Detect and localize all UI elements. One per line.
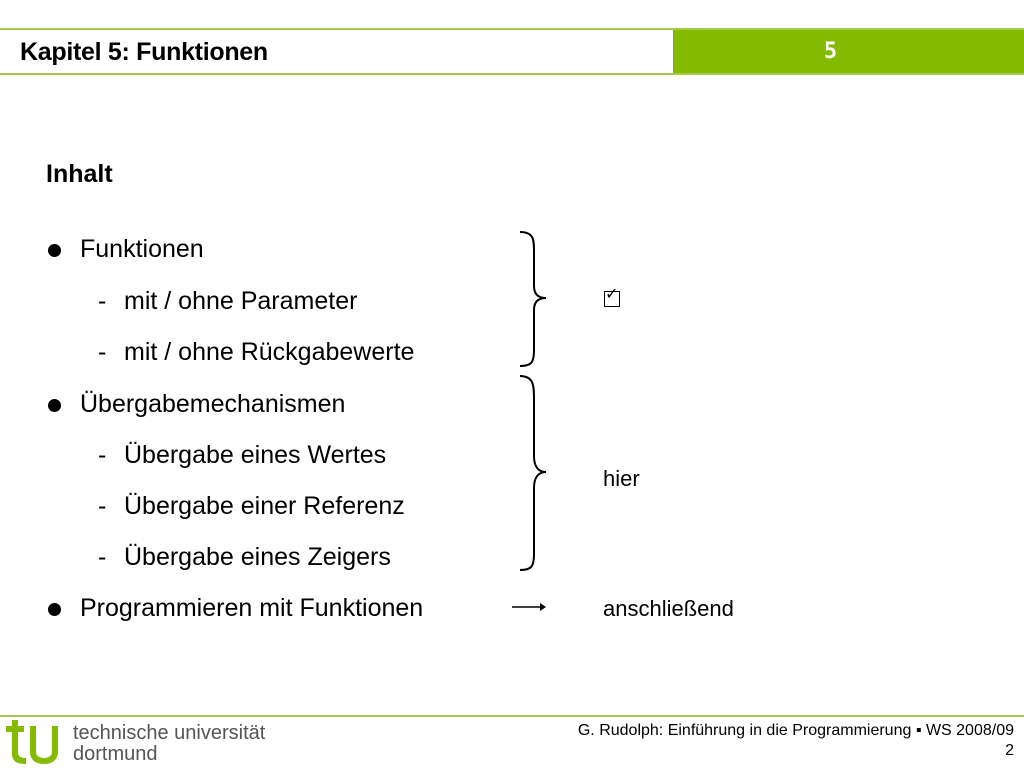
list-item-funktionen: Funktionen xyxy=(80,235,204,263)
chapter-title: Kapitel 5: Funktionen xyxy=(20,38,268,66)
header-top-rule xyxy=(0,28,1024,30)
dash-marker: - xyxy=(98,338,107,366)
footer-rule xyxy=(0,715,1024,717)
list-item-wertes: Übergabe eines Wertes xyxy=(124,441,387,469)
dash-marker: - xyxy=(98,441,107,469)
list-item-programmieren: Programmieren mit Funktionen xyxy=(80,594,424,622)
dash-marker: - xyxy=(98,492,107,520)
list-item-parameter: mit / ohne Parameter xyxy=(124,287,358,315)
footer-credit: G. Rudolph: Einführung in die Programmie… xyxy=(577,722,1014,739)
arrow-right-icon xyxy=(512,603,546,611)
right-brace-icon xyxy=(519,231,547,367)
tu-logo-icon xyxy=(6,720,58,764)
list-item-rueckgabewerte: mit / ohne Rückgabewerte xyxy=(124,338,415,366)
header-bottom-rule xyxy=(0,73,1024,75)
bullet-icon xyxy=(48,399,61,412)
chapter-number-badge: 5 xyxy=(673,30,1024,73)
list-item-referenz: Übergabe einer Referenz xyxy=(124,492,405,520)
right-brace-icon xyxy=(519,375,547,571)
section-title: Inhalt xyxy=(46,160,113,188)
logo-text: technische universität dortmund xyxy=(73,723,265,765)
logo-line-2: dortmund xyxy=(73,743,158,765)
bullet-icon xyxy=(48,603,61,616)
annotation-anschliessend: anschließend xyxy=(603,596,734,621)
list-item-uebergabemechanismen: Übergabemechanismen xyxy=(80,390,346,418)
bullet-icon xyxy=(48,244,61,257)
annotation-hier: hier xyxy=(603,466,640,491)
dash-marker: - xyxy=(98,543,107,571)
dash-marker: - xyxy=(98,287,107,315)
logo-line-1: technische universität xyxy=(73,722,266,744)
list-item-zeigers: Übergabe eines Zeigers xyxy=(124,543,391,571)
page-number: 2 xyxy=(1005,742,1014,759)
checkbox-checked-icon: ✓ xyxy=(604,286,620,307)
